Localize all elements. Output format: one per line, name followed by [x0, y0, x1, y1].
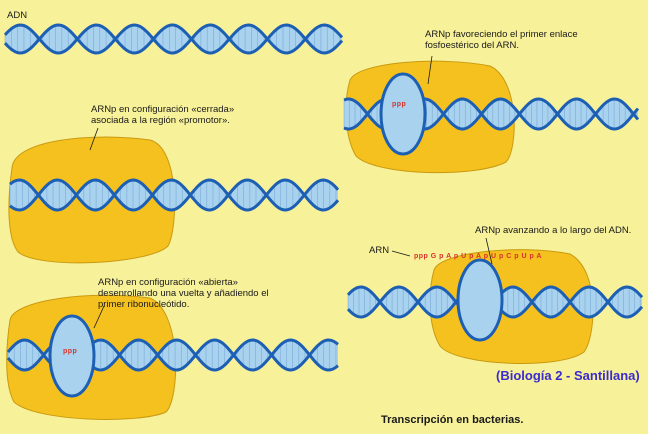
arn-label-leader [391, 250, 411, 257]
dna-helix-free [3, 23, 344, 55]
first-bond-label-leader [427, 55, 433, 85]
closed-label-leader [89, 127, 99, 151]
dna-bubble-advancing [456, 258, 504, 342]
adn-label: ADN [7, 10, 28, 21]
dna-bubble-first-bond [379, 72, 427, 156]
dna-helices [3, 23, 644, 398]
closed-config-label: ARNp en configuración «cerrada» asociada… [91, 104, 235, 126]
rna-ppp-open: ppp [63, 348, 78, 355]
rna-ppp-first-bond: ppp [392, 101, 407, 108]
advancing-label: ARNp avanzando a lo largo del ADN. [475, 225, 632, 236]
dna-helix-closed [9, 178, 340, 212]
dna-bubble-open [48, 314, 96, 398]
advancing-label-leader [485, 237, 493, 265]
open-label-leader [93, 305, 105, 329]
first-bond-label: ARNp favoreciendo el primer enlace fosfo… [425, 29, 578, 51]
figure-caption: Transcripción en bacterias. [381, 414, 524, 426]
open-config-label: ARNp en configuración «abierta» desenrol… [98, 277, 269, 310]
rna-chain-advancing: ppp G p A p U p A p U p C p U p A [414, 253, 542, 260]
source-credit: (Biología 2 - Santillana) [496, 368, 640, 383]
arn-label: ARN [369, 245, 390, 256]
rna-leader-lines [89, 55, 493, 329]
